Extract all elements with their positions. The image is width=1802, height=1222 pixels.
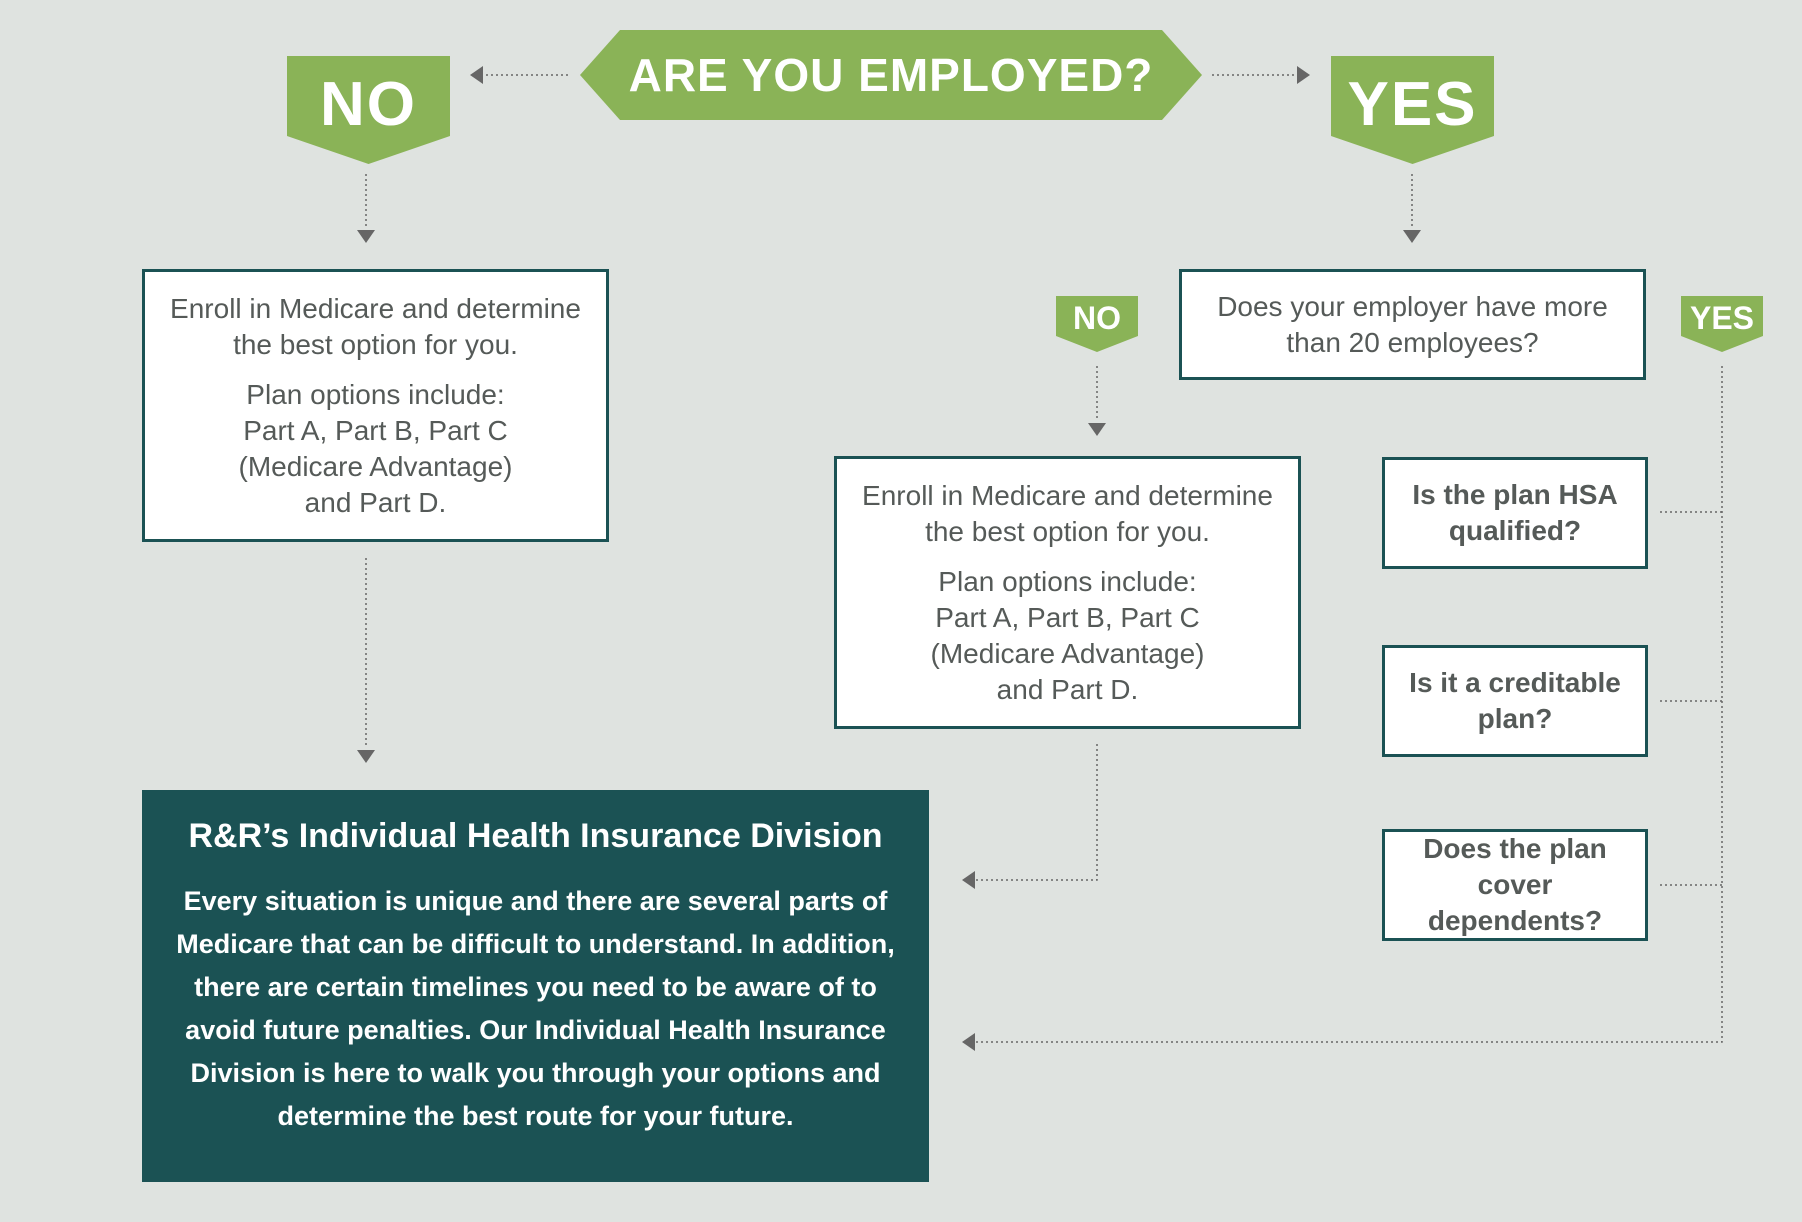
top-no-badge-shape bbox=[287, 56, 450, 164]
arrow-to-middle-box bbox=[1088, 423, 1106, 436]
left-plan-line3: (Medicare Advantage) bbox=[238, 450, 513, 482]
small-yes-label: YES bbox=[1689, 299, 1755, 336]
hsa-question-line2: qualified? bbox=[1448, 515, 1582, 546]
top-yes-label: YES bbox=[1347, 69, 1478, 139]
top-yes-badge-shape bbox=[1331, 56, 1494, 164]
middle-plan-line2: Part A, Part B, Part C bbox=[935, 601, 1200, 633]
info-panel-line6: determine the best route for your future… bbox=[277, 1101, 794, 1131]
employer-question-box: Does your employer have more than 20 emp… bbox=[1179, 269, 1646, 380]
question-employed-label: ARE YOU EMPLOYED? bbox=[628, 49, 1154, 101]
left-enroll-line1: Enroll in Medicare and determine bbox=[170, 292, 581, 324]
middle-plan-line3: (Medicare Advantage) bbox=[930, 637, 1205, 669]
arrow-to-info-panel-upper bbox=[962, 871, 975, 889]
arrow-to-top-yes bbox=[1297, 66, 1310, 84]
arrow-to-info-panel-lower bbox=[962, 1033, 975, 1051]
top-yes-badge: YES bbox=[1331, 56, 1494, 164]
question-hexagon-shape bbox=[580, 30, 1202, 120]
connector-lines bbox=[357, 66, 1723, 1051]
question-employed: ARE YOU EMPLOYED? bbox=[580, 30, 1202, 120]
dependents-question-line1: Does the plan bbox=[1423, 833, 1607, 864]
middle-plan-line1: Plan options include: bbox=[938, 565, 1197, 597]
info-panel-line2: Medicare that can be difficult to unders… bbox=[176, 929, 895, 959]
left-enroll-line2: the best option for you. bbox=[233, 328, 518, 360]
employer-question-line1: Does your employer have more bbox=[1217, 290, 1608, 322]
middle-enroll-box: Enroll in Medicare and determine the bes… bbox=[834, 456, 1301, 729]
left-enroll-box: Enroll in Medicare and determine the bes… bbox=[142, 269, 609, 542]
arrow-to-left-box bbox=[357, 230, 375, 243]
small-no-badge: NO bbox=[1056, 296, 1138, 352]
small-yes-badge-shape bbox=[1681, 296, 1763, 352]
badge-shapes bbox=[287, 30, 1763, 352]
info-panel-line1: Every situation is unique and there are … bbox=[183, 886, 888, 916]
hsa-question-box: Is the plan HSA qualified? bbox=[1382, 457, 1648, 569]
arrow-to-info-panel-top bbox=[357, 750, 375, 763]
left-plan-line2: Part A, Part B, Part C bbox=[243, 414, 508, 446]
small-no-badge-shape bbox=[1056, 296, 1138, 352]
info-panel-title: R&R’s Individual Health Insurance Divisi… bbox=[188, 817, 883, 855]
small-no-label: NO bbox=[1073, 299, 1121, 336]
info-panel-line3: there are certain timelines you need to … bbox=[194, 972, 877, 1002]
info-panel: R&R’s Individual Health Insurance Divisi… bbox=[142, 790, 929, 1182]
top-no-label: NO bbox=[320, 69, 417, 139]
info-panel-line5: Division is here to walk you through you… bbox=[190, 1058, 881, 1088]
small-yes-badge: YES bbox=[1681, 296, 1763, 352]
connector-middle-box-to-info bbox=[975, 744, 1098, 881]
arrow-to-top-no bbox=[470, 66, 483, 84]
top-no-badge: NO bbox=[287, 56, 450, 164]
dependents-question-line2: cover dependents? bbox=[1427, 869, 1603, 936]
employer-question-line2: than 20 employees? bbox=[1286, 326, 1539, 358]
hsa-question-line1: Is the plan HSA bbox=[1412, 479, 1618, 510]
dependents-question-box: Does the plan cover dependents? bbox=[1382, 829, 1648, 941]
middle-enroll-line2: the best option for you. bbox=[925, 515, 1210, 547]
arrow-to-employer-box bbox=[1403, 230, 1421, 243]
left-plan-line4: and Part D. bbox=[304, 486, 447, 518]
middle-plan-line4: and Part D. bbox=[996, 673, 1139, 705]
creditable-question-line2: plan? bbox=[1477, 703, 1553, 734]
connector-small-yes-to-info bbox=[975, 366, 1723, 1043]
info-panel-line4: avoid future penalties. Our Individual H… bbox=[185, 1015, 886, 1045]
middle-enroll-line1: Enroll in Medicare and determine bbox=[862, 479, 1273, 511]
creditable-question-box: Is it a creditable plan? bbox=[1382, 645, 1648, 757]
creditable-question-line1: Is it a creditable bbox=[1409, 667, 1621, 698]
left-plan-line1: Plan options include: bbox=[246, 378, 505, 410]
